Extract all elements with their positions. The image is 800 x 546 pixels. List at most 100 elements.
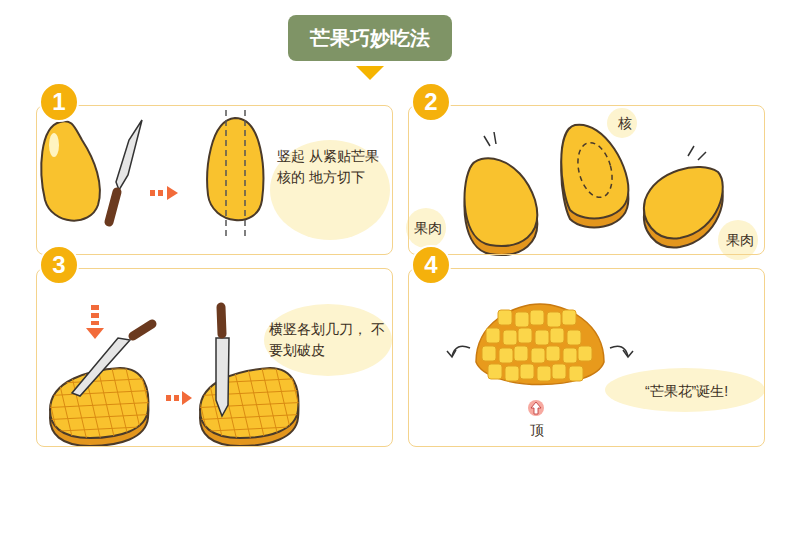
knife-part (216, 338, 229, 416)
mango-flower-part-part (535, 330, 549, 345)
scored-mango-part-part (190, 378, 310, 384)
mango-flower-part-part (514, 346, 528, 361)
upright-mango-part (225, 110, 227, 238)
upright-mango (207, 110, 263, 238)
scored-mango (40, 360, 172, 446)
note-bubble (607, 108, 637, 138)
mango-flower-part-part (505, 366, 519, 381)
mango-flower-part-part (537, 366, 551, 381)
scored-mango-part (40, 360, 172, 445)
step-number: 4 (411, 245, 451, 285)
whole-mango (41, 121, 100, 221)
mango-flower-part-part (498, 310, 512, 325)
scored-mango-part-part (40, 390, 160, 396)
step-note: 果肉 (413, 218, 443, 239)
mango-flower-part-part (578, 346, 592, 361)
step-arrow-part (166, 395, 171, 401)
down-arrow-part (86, 328, 104, 339)
callout-number: 1 (41, 84, 77, 120)
callout-number: 4 (413, 247, 449, 283)
mango-flower-part-part (518, 328, 532, 343)
note-bubble (718, 220, 758, 260)
mango-flower-part-part (563, 348, 577, 363)
scored-mango-part-part (190, 390, 310, 396)
scored-mango-part-part (54, 360, 74, 445)
flip-arrow-part (610, 346, 628, 356)
knife-part (116, 120, 142, 190)
scored-mango-part-part (190, 414, 310, 420)
scored-mango-part-part (190, 426, 310, 432)
step-note: 顶 (527, 420, 547, 441)
step-panel: 核果肉果肉2 (408, 105, 765, 255)
down-arrow-part (91, 305, 99, 310)
knife-part (72, 338, 130, 396)
scored-mango-part-part (40, 414, 160, 420)
note-bubble (406, 208, 446, 248)
scored-mango-part-part (40, 360, 60, 445)
mango-flower-part (476, 304, 604, 385)
callout-number: 2 (413, 84, 449, 120)
push-icon (528, 400, 544, 416)
mango-flower-part-part (567, 330, 581, 345)
step-arrow-part (174, 395, 179, 401)
scored-mango-part-part (40, 378, 160, 384)
mango-seed-part (572, 139, 617, 201)
knife-part (109, 192, 117, 222)
mango-flower-part-part (486, 328, 500, 343)
mango-cheek-part (688, 146, 706, 160)
title-banner: 芒果巧妙吃法 (288, 15, 452, 61)
note-bubble (270, 140, 390, 240)
knife (109, 120, 142, 222)
mango-flower-part-part (503, 330, 517, 345)
whole-mango-part (41, 121, 100, 221)
step-arrow-part (182, 391, 192, 405)
step-panel: 顶“芒果花”诞生!4 (408, 268, 765, 447)
mango-flower-part-part (552, 364, 566, 379)
step-note: “芒果花”诞生! (609, 381, 764, 402)
step-note: 果肉 (725, 230, 755, 251)
step-note: 竖起 从紧贴芒果核的 地方切下 (277, 146, 385, 188)
scored-mango-part-part (190, 402, 310, 408)
step-number: 1 (39, 82, 79, 122)
step-note: 横竖各划几刀， 不要划破皮 (269, 319, 389, 361)
scored-mango-part-part (40, 426, 160, 432)
knife-part (133, 324, 152, 336)
knife (72, 324, 152, 396)
flip-arrow-part (447, 350, 456, 357)
mango-flower-part-part (515, 312, 529, 327)
mango-flower-part-part (520, 364, 534, 379)
push-icon-part (531, 402, 541, 414)
mango-flower-part-part (482, 346, 496, 361)
step-arrow-part (150, 190, 155, 196)
step-arrow-part (158, 190, 163, 196)
step-note: 核 (613, 113, 637, 134)
flip-arrow (447, 346, 633, 357)
mango-flower-part-part (530, 310, 544, 325)
mango-flower (476, 304, 604, 385)
down-arrow (86, 305, 104, 339)
step-panel: 竖起 从紧贴芒果核的 地方切下1 (36, 105, 393, 255)
mango-flower-part-part (562, 310, 576, 325)
step-number: 3 (39, 245, 79, 285)
scored-mango-part-part (190, 360, 210, 445)
step-arrow (166, 391, 192, 405)
knife-part (221, 307, 222, 334)
title-pointer (356, 66, 384, 80)
note-bubble (264, 304, 392, 376)
upright-mango-part (244, 110, 246, 238)
mango-cheek-part (465, 158, 538, 246)
mango-flower-part-part (546, 346, 560, 361)
mango-flower-part (482, 310, 592, 381)
scored-mango-part-part (40, 402, 160, 408)
mango-flower-part-part (550, 328, 564, 343)
mango-flower-part-part (531, 348, 545, 363)
push-icon-part (528, 400, 544, 416)
down-arrow-part (91, 321, 99, 325)
step-arrow-part (167, 186, 178, 200)
flip-arrow-part (623, 350, 633, 357)
note-bubble (605, 368, 765, 412)
mango-cheek-part (484, 132, 496, 146)
